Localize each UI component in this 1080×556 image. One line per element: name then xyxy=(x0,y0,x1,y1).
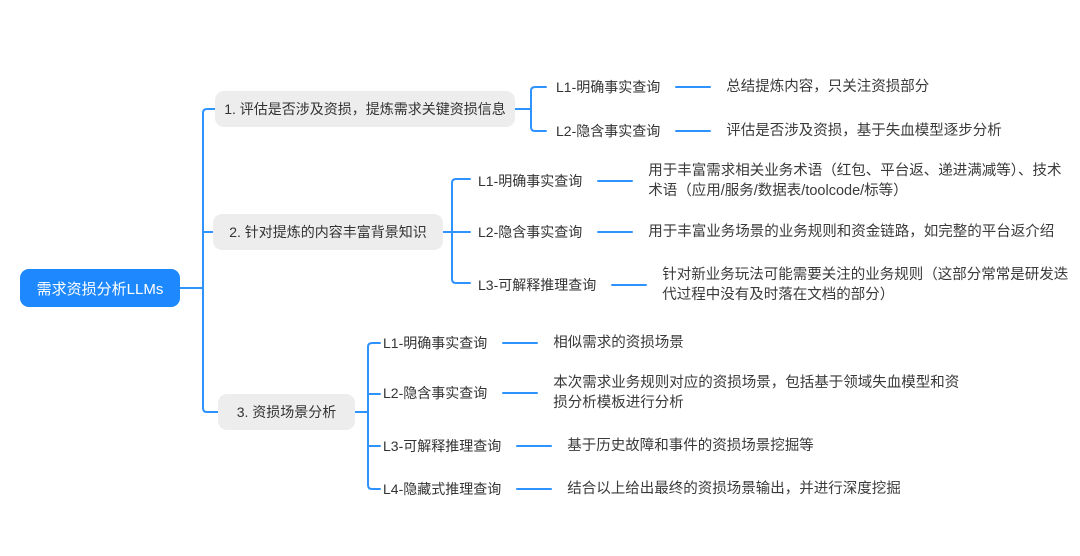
connector-line xyxy=(516,488,553,490)
connector-line xyxy=(597,180,634,182)
row-b2-c1: L1-明确事实查询 用于丰富需求相关业务术语（红包、平台返、递进满减等）、技术术… xyxy=(478,161,1066,201)
leaf-note[interactable]: 针对新业务玩法可能需要关注的业务规则（这部分常常是研发迭代过程中没有及时落在文档… xyxy=(662,267,1069,303)
root-node[interactable]: 需求资损分析LLMs xyxy=(20,269,180,307)
leaf-note[interactable]: 用于丰富业务场景的业务规则和资金链路，如完整的平台返介绍 xyxy=(648,224,1055,240)
branch1-bracket xyxy=(514,86,547,132)
branch-node-3[interactable]: 3. 资损场景分析 xyxy=(218,394,355,430)
row-b3-c3: L3-可解释推理查询 基于历史故障和事件的资损场景挖掘等 xyxy=(383,436,814,456)
leaf-note[interactable]: 结合以上给出最终的资损场景输出，并进行深度挖掘 xyxy=(567,481,901,497)
child-node-label[interactable]: L2-隐含事实查询 xyxy=(478,224,583,240)
branch-node-2[interactable]: 2. 针对提炼的内容丰富背景知识 xyxy=(213,214,443,250)
child-node-label[interactable]: L4-隐藏式推理查询 xyxy=(383,481,502,497)
child-node-label[interactable]: L3-可解释推理查询 xyxy=(478,277,597,293)
branch-node-1[interactable]: 1. 评估是否涉及资损，提炼需求关键资损信息 xyxy=(215,91,515,127)
child-node-label[interactable]: L1-明确事实查询 xyxy=(478,173,583,189)
connector-line xyxy=(516,445,553,447)
branch3-bracket xyxy=(354,342,381,490)
child-node-label[interactable]: L3-可解释推理查询 xyxy=(383,438,502,454)
connector-line xyxy=(502,342,539,344)
connector-line xyxy=(675,86,712,88)
leaf-note[interactable]: 用于丰富需求相关业务术语（红包、平台返、递进满减等）、技术术语（应用/服务/数据… xyxy=(648,163,1062,199)
child-node-label[interactable]: L1-明确事实查询 xyxy=(383,335,488,351)
connector-line xyxy=(675,130,712,132)
connector-line xyxy=(597,231,634,233)
leaf-note[interactable]: 基于历史故障和事件的资损场景挖掘等 xyxy=(567,438,814,454)
trunk-bracket xyxy=(202,108,219,413)
child-node-label[interactable]: L2-隐含事实查询 xyxy=(556,123,661,139)
row-b1-c1: L1-明确事实查询 总结提炼内容，只关注资损部分 xyxy=(556,77,929,97)
row-b3-c2: L2-隐含事实查询 本次需求业务规则对应的资损场景，包括基于领域失血模型和资损分… xyxy=(383,373,971,413)
row-b3-c4: L4-隐藏式推理查询 结合以上给出最终的资损场景输出，并进行深度挖掘 xyxy=(383,479,901,499)
child-node-label[interactable]: L1-明确事实查询 xyxy=(556,79,661,95)
leaf-note[interactable]: 本次需求业务规则对应的资损场景，包括基于领域失血模型和资损分析模板进行分析 xyxy=(553,375,960,411)
row-b3-c1: L1-明确事实查询 相似需求的资损场景 xyxy=(383,333,684,353)
leaf-note[interactable]: 相似需求的资损场景 xyxy=(553,335,684,351)
child-node-label[interactable]: L2-隐含事实查询 xyxy=(383,385,488,401)
row-b2-c2: L2-隐含事实查询 用于丰富业务场景的业务规则和资金链路，如完整的平台返介绍 xyxy=(478,222,1054,242)
connector-line xyxy=(611,284,648,286)
leaf-note[interactable]: 总结提炼内容，只关注资损部分 xyxy=(726,79,930,95)
leaf-note[interactable]: 评估是否涉及资损，基于失血模型逐步分析 xyxy=(726,123,1002,139)
row-b1-c2: L2-隐含事实查询 评估是否涉及资损，基于失血模型逐步分析 xyxy=(556,121,1002,141)
branch2-bracket xyxy=(442,178,471,284)
connector-line xyxy=(502,392,539,394)
row-b2-c3: L3-可解释推理查询 针对新业务玩法可能需要关注的业务规则（这部分常常是研发迭代… xyxy=(478,265,1080,305)
